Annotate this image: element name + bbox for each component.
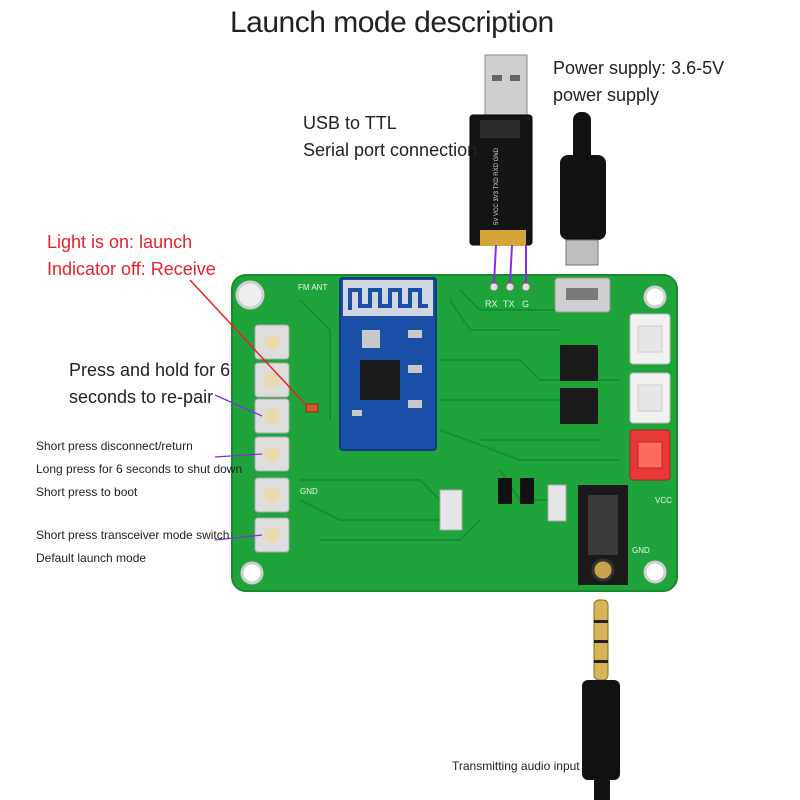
page-title: Launch mode description	[230, 6, 554, 39]
power-supply-label: Power supply: 3.6-5V power supply	[553, 58, 725, 105]
gnd-mark: GND	[632, 546, 650, 555]
indicator-led	[305, 403, 319, 413]
main-chip	[360, 360, 400, 400]
audio-plug	[582, 599, 620, 800]
micro-usb-cable	[560, 112, 606, 266]
pointer-lines	[214, 394, 263, 541]
indicator-label: Light is on: launch Indicator off: Recei…	[47, 232, 216, 279]
bluetooth-module	[339, 277, 437, 451]
mount-hole-bottom-left	[240, 561, 264, 585]
amp-chip-2	[560, 388, 598, 424]
usb-ttl-label: USB to TTL Serial port connection	[303, 113, 478, 160]
fm-ant-mark: FM ANT	[298, 283, 327, 292]
vcc-mark: VCC	[655, 496, 672, 505]
amp-chip-1	[560, 345, 598, 381]
usb-ttl-module	[469, 54, 533, 284]
pin-rx: RX	[485, 299, 498, 309]
mount-hole-top-right	[643, 285, 667, 309]
power-button-label: Short press disconnect/return Long press…	[36, 439, 243, 499]
audio-jack	[578, 485, 628, 585]
mount-hole-top-left	[235, 280, 265, 310]
audio-input-label: Transmitting audio input	[452, 759, 580, 773]
gnd-mark-2: GND	[300, 487, 318, 496]
pin-tx: TX	[503, 299, 515, 309]
indicator-pointer	[189, 279, 308, 407]
re-pair-label: Press and hold for 6 seconds to re-pair	[69, 360, 231, 407]
mount-hole-bottom-right	[643, 560, 667, 584]
pin-g: G	[522, 299, 529, 309]
mode-button-label: Short press transceiver mode switch Defa…	[36, 528, 230, 565]
pcb-board	[231, 274, 678, 592]
button-column	[254, 324, 290, 553]
usb-module-pin-labels: 5V VCC 3V3 TXD RXD GND	[494, 147, 500, 225]
